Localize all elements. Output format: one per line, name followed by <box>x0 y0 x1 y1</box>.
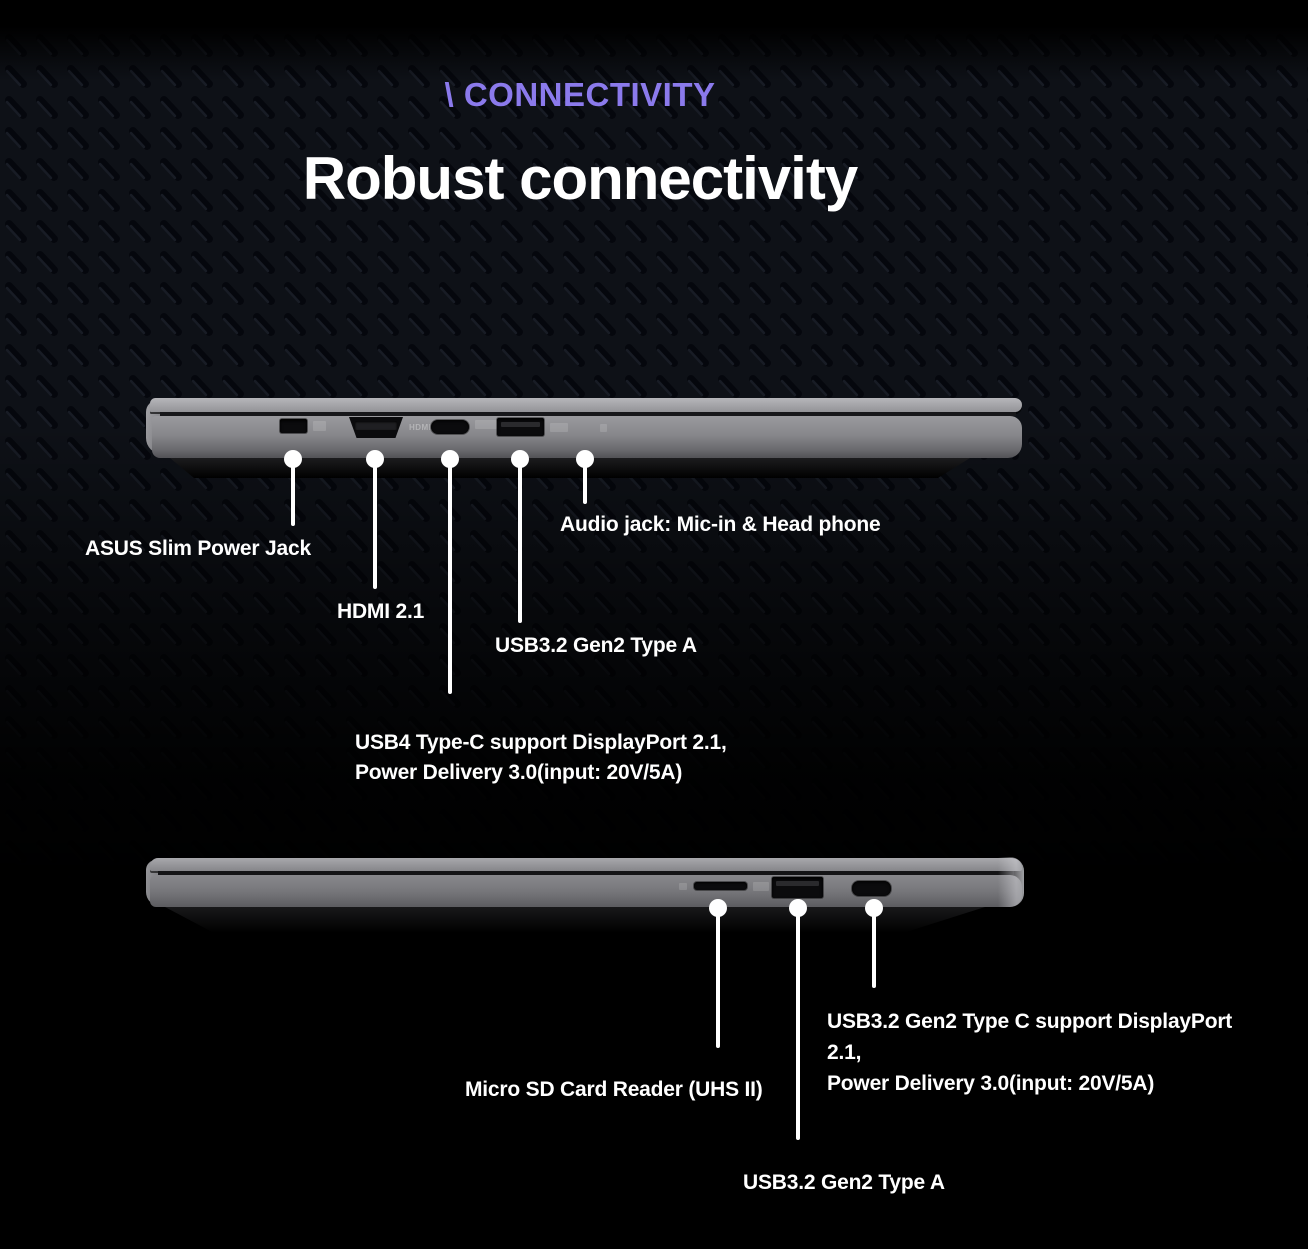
port-label-usb4c: USB4 Type-C support DisplayPort 2.1, Pow… <box>355 731 727 784</box>
usb-c-speed-icon <box>475 420 497 429</box>
port-label-usba-bottom: USB3.2 Gen2 Type A <box>743 1171 945 1194</box>
micro-sd-icon <box>679 883 687 890</box>
usb-a-port <box>497 418 544 436</box>
usb-a-port-bottom <box>772 877 823 898</box>
callout-line-power <box>291 466 295 526</box>
hdmi-port-slot <box>355 421 397 430</box>
headset-icon <box>600 424 607 432</box>
power-jack-icon <box>313 421 326 431</box>
uhs-speed-icon <box>753 882 769 891</box>
laptop-bottom-lid-edge <box>150 858 1022 871</box>
callout-line-hdmi <box>373 466 377 589</box>
usb-a-port-tongue <box>776 881 819 886</box>
port-label-power: ASUS Slim Power Jack <box>85 537 311 560</box>
callout-line-usbc2 <box>872 915 876 988</box>
hdmi-port <box>349 417 403 438</box>
callout-line-sd <box>716 915 720 1048</box>
port-label-audio: Audio jack: Mic-in & Head phone <box>560 513 881 536</box>
laptop-bottom-base-edge <box>150 875 1022 907</box>
port-label-micro-sd: Micro SD Card Reader (UHS II) <box>465 1078 763 1101</box>
usb-c-port-bottom <box>852 881 891 896</box>
callout-line-usba2 <box>796 915 800 1140</box>
section-eyebrow: \ CONNECTIVITY <box>444 76 716 113</box>
callout-line-usb4c <box>448 466 452 694</box>
micro-sd-slot <box>694 882 747 890</box>
power-jack-port <box>280 419 307 433</box>
port-label-hdmi: HDMI 2.1 <box>337 600 425 623</box>
port-label-usba: USB3.2 Gen2 Type A <box>495 634 697 657</box>
page-title: Robust connectivity <box>302 145 858 212</box>
port-label-usbc-bottom: USB3.2 Gen2 Type C support DisplayPort 2… <box>827 1010 1233 1095</box>
laptop-bottom-front-rim <box>998 857 1024 907</box>
usb-a-port-tongue <box>501 422 540 427</box>
hdmi-mark-label: HDMI <box>409 423 432 432</box>
callout-line-usba <box>518 466 522 623</box>
laptop-top-lid-edge <box>150 398 1022 412</box>
callout-line-audio <box>583 466 587 504</box>
usb-a-speed-icon <box>550 423 568 432</box>
usb-c-port <box>431 420 469 434</box>
laptop-bottom-underside-shadow <box>165 907 985 933</box>
